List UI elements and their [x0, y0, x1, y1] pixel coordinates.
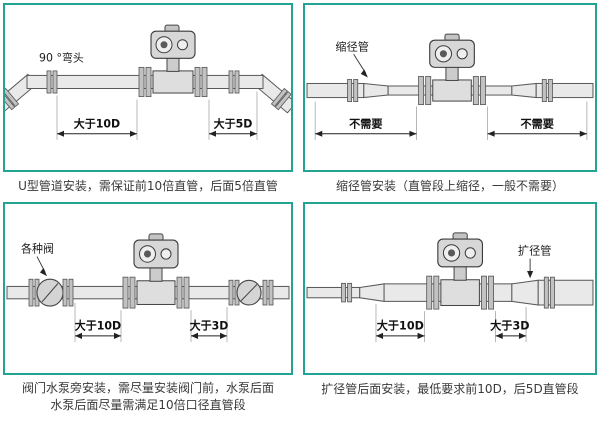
panel-valve-pump: 各种阀 大于10D [3, 201, 293, 417]
flowmeter [122, 233, 190, 309]
main-pipe [26, 74, 264, 90]
dimension-left: 不需要 [314, 101, 417, 140]
caption-u-type: U型管道安装，需保证前10倍直管，后面5倍直管 [18, 179, 278, 193]
caption-valve-pump-line2: 水泵后面尽量需满足10倍口径直管段 [50, 397, 246, 412]
label-expander: 扩径管 [518, 243, 551, 257]
svg-text:不需要: 不需要 [349, 118, 382, 131]
diagram-reducer: 缩径管 不需要 [306, 33, 594, 140]
panel-reducer: 缩径管 不需要 [303, 3, 597, 202]
elbow-left [5, 73, 37, 114]
reducer-left [363, 82, 389, 99]
dimension-left: 大于10D [56, 95, 138, 140]
caption-valve-pump: 阀门水泵旁安装，需尽量安装阀门前，水泵后面 水泵后面尽量需满足10倍口径直管段 [3, 375, 293, 417]
svg-text:不需要: 不需要 [520, 118, 553, 131]
dimension-left: 大于10D [375, 303, 426, 342]
panel-reducer-frame: 缩径管 不需要 [303, 3, 597, 172]
dimension-right: 不需要 [487, 101, 588, 140]
reducer-right [511, 82, 537, 99]
expander-left [359, 283, 385, 302]
bottom-row: 各种阀 大于10D [3, 201, 597, 417]
svg-text:大于3D: 大于3D [190, 318, 229, 332]
label-valves: 各种阀 [21, 241, 54, 255]
flange-pair-left [341, 282, 353, 303]
dimension-right: 大于3D [190, 306, 229, 342]
svg-text:大于10D: 大于10D [377, 318, 424, 332]
svg-text:大于10D: 大于10D [75, 318, 121, 332]
label-reducer: 缩径管 [335, 39, 368, 53]
flowmeter [418, 33, 486, 106]
caption-reducer: 缩径管安装（直管段上缩径，一般不需要） [335, 179, 564, 193]
flange-pair-right [541, 79, 553, 102]
flowmeter [426, 232, 495, 310]
label-leader [353, 54, 368, 78]
diagram-expander: 扩径管 大于10D [306, 232, 594, 342]
flange-pair-left [46, 70, 58, 94]
panel-expander-frame: 扩径管 大于10D [303, 201, 597, 375]
panel-valve-pump-frame: 各种阀 大于10D [3, 201, 293, 375]
svg-text:大于5D: 大于5D [214, 117, 253, 131]
flange-pair-right [543, 276, 555, 309]
panel-u-type-frame: 90 °弯头 大于10D [3, 3, 293, 172]
label-leader [527, 258, 534, 278]
svg-text:大于3D: 大于3D [490, 318, 529, 332]
expander-right [511, 279, 539, 306]
valve-right [228, 279, 274, 306]
diagram-u-type: 90 °弯头 大于10D [5, 24, 291, 140]
valve-left [28, 278, 74, 307]
panel-expander: 扩径管 大于10D [303, 201, 597, 417]
dimension-right: 大于3D [490, 306, 529, 342]
flange-pair-left [347, 79, 359, 102]
caption-valve-pump-line1: 阀门水泵旁安装，需尽量安装阀门前，水泵后面 [21, 380, 274, 395]
dimension-right: 大于5D [208, 91, 258, 140]
caption-expander: 扩径管后面安装，最低要求前10D，后5D直管段 [321, 381, 579, 396]
dimension-left: 大于10D [74, 302, 122, 342]
top-row: 90 °弯头 大于10D [3, 3, 597, 202]
label-90-elbow: 90 °弯头 [39, 50, 84, 64]
label-leader [36, 256, 47, 276]
panel-u-type: 90 °弯头 大于10D [3, 3, 293, 202]
svg-text:大于10D: 大于10D [74, 117, 120, 131]
flowmeter [138, 24, 208, 97]
flange-pair-right [228, 70, 240, 94]
diagram-valve-pump: 各种阀 大于10D [6, 233, 290, 342]
